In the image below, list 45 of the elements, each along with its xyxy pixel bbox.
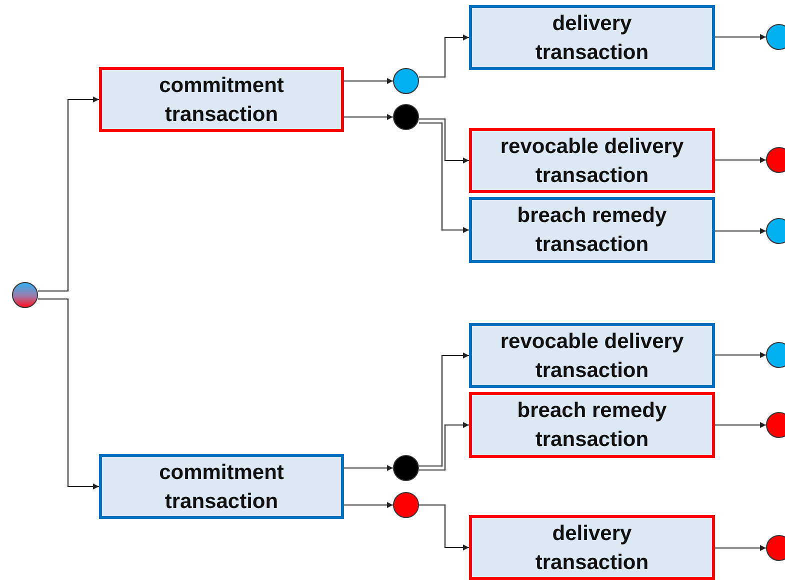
box-label: breach remedy transaction xyxy=(516,398,668,453)
box-label: revocable delivery transaction xyxy=(499,328,685,384)
box-label: commitment transaction xyxy=(158,460,285,514)
arrow xyxy=(419,122,469,233)
arrow xyxy=(344,465,393,471)
arrow xyxy=(38,96,99,292)
transaction-box xyxy=(469,5,715,70)
state-circle xyxy=(766,218,785,244)
state-circle xyxy=(766,147,785,173)
box-label: delivery transaction xyxy=(534,520,650,576)
arrow xyxy=(344,502,393,508)
arrow xyxy=(419,422,469,471)
arrow xyxy=(419,504,469,550)
arrow xyxy=(419,352,469,467)
box-label: commitment transaction xyxy=(158,72,285,128)
transaction-box xyxy=(469,128,715,193)
arrow xyxy=(344,78,393,84)
state-circle xyxy=(766,412,785,438)
transaction-box xyxy=(469,392,715,458)
state-circle xyxy=(766,24,785,50)
arrow xyxy=(344,114,393,120)
state-circle xyxy=(393,492,419,518)
state-circle xyxy=(12,282,38,308)
state-circle xyxy=(766,342,785,368)
arrow xyxy=(715,545,766,551)
state-circle xyxy=(393,455,419,481)
arrow xyxy=(38,298,99,490)
arrow xyxy=(715,34,766,40)
state-circle xyxy=(393,68,419,94)
transaction-box xyxy=(469,323,715,388)
box-label: breach remedy transaction xyxy=(516,203,668,258)
arrow xyxy=(715,228,766,234)
box-label: delivery transaction xyxy=(534,10,650,66)
arrow xyxy=(419,118,469,164)
arrow xyxy=(715,422,766,428)
state-circle xyxy=(393,104,419,130)
box-label: revocable delivery transaction xyxy=(499,134,685,188)
transaction-box xyxy=(99,67,344,132)
arrow xyxy=(715,352,766,358)
transaction-box xyxy=(99,454,344,519)
arrow xyxy=(715,157,766,163)
state-circle xyxy=(766,535,785,561)
transaction-box xyxy=(469,515,715,580)
arrow xyxy=(419,34,469,78)
transaction-box xyxy=(469,197,715,263)
